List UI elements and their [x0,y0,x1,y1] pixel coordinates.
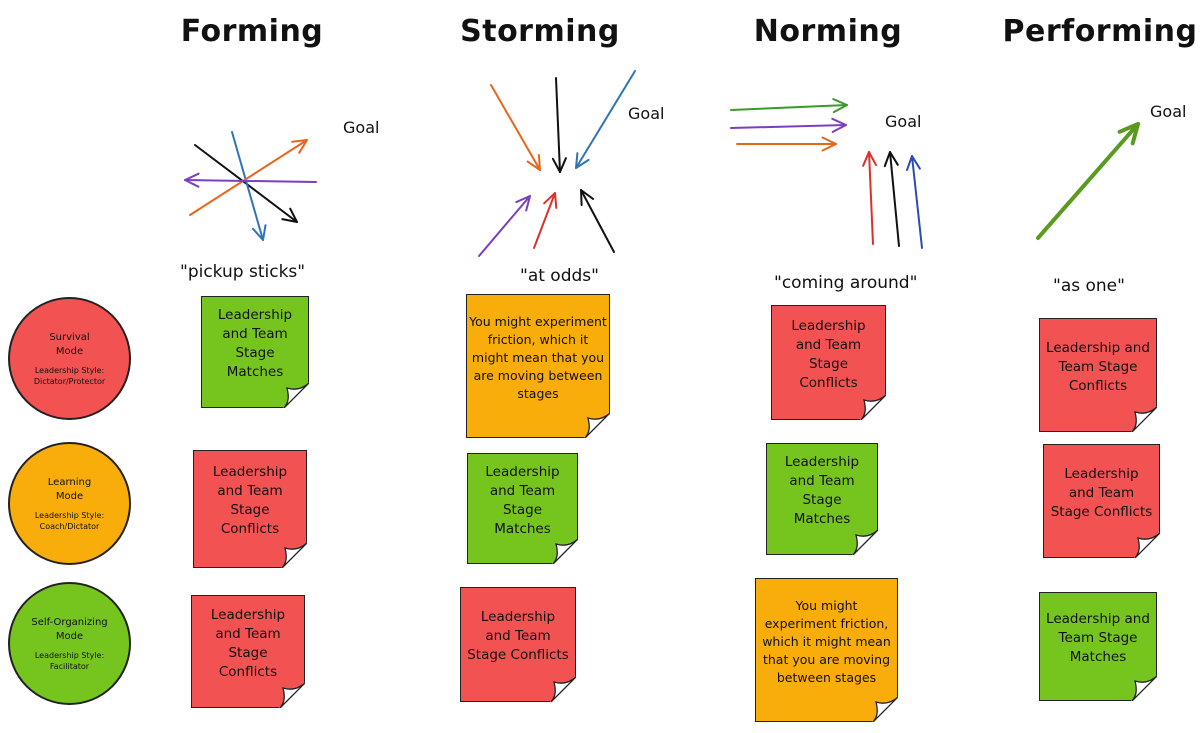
mode-name-line1: Learning [47,476,92,488]
mode-style-line1: Leadership Style: [34,510,105,520]
mode-style-line1: Leadership Style: [34,365,105,375]
sticky-note-fold [1131,675,1157,701]
sticky-note-r3-forming: Leadership and Team Stage Conflicts [191,595,305,708]
sticky-note-text: Leadership and Team Stage Matches [784,454,860,527]
arrow-purple [184,172,317,188]
sticky-note-fold [283,382,309,408]
quote-storming: "at odds" [520,266,599,286]
sticky-note-r3-storming: Leadership and Team Stage Conflicts [460,587,576,702]
arrow-purple [478,195,531,257]
stage-title-norming: Norming [753,14,903,49]
sticky-note-r3-performing: Leadership and Team Stage Matches [1039,592,1157,701]
arrow-purple [730,117,847,133]
arrow-black [883,151,900,247]
sticky-note-fold [872,696,898,722]
mode-style-line2: Facilitator [49,661,90,671]
mode-name-line2: Mode [55,345,84,357]
sticky-note-text: Leadership and Team Stage Conflicts [467,609,569,663]
mode-style-line2: Coach/Dictator [39,521,100,531]
quote-forming: "pickup sticks" [180,262,306,282]
arrow-green [730,98,848,114]
sticky-note-r1-forming: Leadership and Team Stage Matches [201,296,309,408]
mode-style-line1: Leadership Style: [34,650,105,660]
sticky-note-fold [279,682,305,708]
arrow-red [862,151,878,245]
sticky-note-r1-performing: Leadership and Team Stage Conflicts [1039,318,1157,432]
goal-label-performing: Goal [1150,102,1187,121]
arrow-navy [906,155,923,249]
arrow-orange [736,136,837,152]
mode-name-line2: Mode [55,490,84,502]
sticky-note-r2-performing: Leadership and Team Stage Conflicts [1043,444,1160,558]
sticky-note-fold [860,394,886,420]
sticky-note-text: You might experiment friction, which it … [762,598,891,685]
mode-name-line1: Survival [49,331,90,343]
goal-label-storming: Goal [628,104,665,123]
quote-norming: "coming around" [774,273,918,293]
arrow-olive [1036,122,1140,240]
sticky-note-text: Leadership and Team Stage Conflicts [1050,465,1153,520]
sticky-note-text: You might experiment friction, which it … [469,314,607,401]
arrow-orange [490,84,541,171]
sticky-note-r2-storming: Leadership and Team Stage Matches [467,453,578,564]
mode-style-line2: Dictator/Protector [33,376,106,386]
sticky-note-r1-storming: You might experiment friction, which it … [466,294,610,438]
arrow-blue [231,131,267,241]
arrow-black [551,77,567,173]
goal-label-forming: Goal [343,118,380,137]
sticky-note-r1-norming: Leadership and Team Stage Conflicts [771,305,886,420]
mode-name-line1: Self-Organizing [31,616,108,628]
sticky-note-text: Leadership and Team Stage Conflicts [791,317,866,391]
sticky-note-fold [584,412,610,438]
arrow-orange [189,139,308,216]
sticky-note-text: Leadership and Team Stage Matches [485,463,560,537]
mode-name-line2: Mode [55,630,84,642]
stage-title-forming: Forming [180,14,324,49]
goal-label-norming: Goal [885,112,922,131]
arrow-blue [575,70,636,169]
stage-title-performing: Performing [1002,14,1198,49]
sticky-note-text: Leadership and Team Stage Conflicts [212,464,288,537]
sticky-note-fold [552,538,578,564]
sticky-note-r2-norming: Leadership and Team Stage Matches [766,443,878,555]
sticky-note-fold [1131,406,1157,432]
sticky-note-fold [1134,532,1160,558]
sticky-note-text: Leadership and Team Stage Conflicts [1046,339,1150,394]
sticky-note-r3-norming: You might experiment friction, which it … [755,578,898,722]
quote-performing: "as one" [1053,276,1125,296]
arrow-black [580,189,615,253]
arrow-red [533,192,558,249]
sticky-note-r2-forming: Leadership and Team Stage Conflicts [193,450,307,568]
sticky-note-fold [550,676,576,702]
sticky-note-fold [281,542,307,568]
stage-title-storming: Storming [460,14,620,49]
sticky-note-text: Leadership and Team Stage Conflicts [210,606,286,680]
sticky-note-fold [852,529,878,555]
sticky-note-text: Leadership and Team Stage Matches [1046,611,1150,665]
sticky-note-text: Leadership and Team Stage Matches [217,307,293,380]
